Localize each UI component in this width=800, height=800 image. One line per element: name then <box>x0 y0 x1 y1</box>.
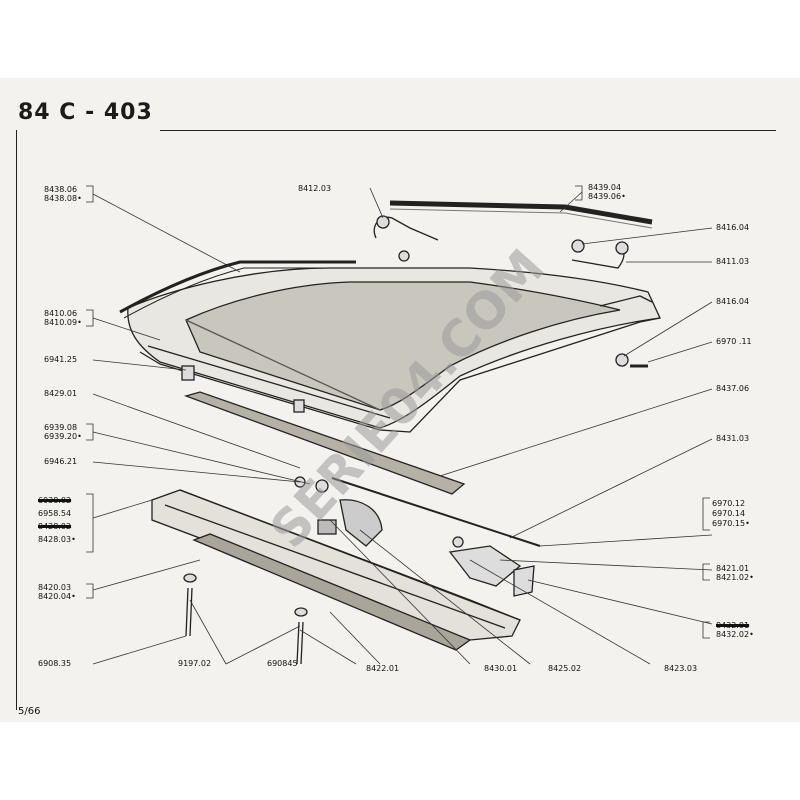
part-label-8412: 8412.03 <box>298 184 332 193</box>
part-label-8411: 8411.03 <box>716 257 750 266</box>
part-label-8425: 8425.02 <box>548 664 582 673</box>
part-label-6908-35: 6908.35 <box>38 659 72 668</box>
part-label-8437: 8437.06 <box>716 384 750 393</box>
part-label-8416-lower: 8416.04 <box>716 297 750 306</box>
part-label-8431: 8431.03 <box>716 434 750 443</box>
part-label-8416-upper: 8416.04 <box>716 223 750 232</box>
part-label-6970-11: 6970 .11 <box>716 337 752 346</box>
part-label-8422: 8422.01 <box>366 664 400 673</box>
roof-frame-drawing <box>127 267 661 433</box>
part-label-group-6938-8428: 6938.02 6958.54 8428.02 8428.03• <box>38 496 76 544</box>
part-label-8423: 8423.03 <box>664 664 698 673</box>
lower-plate-drawing <box>192 533 472 651</box>
page-title: 84 C - 403 <box>18 100 153 125</box>
cable-drawing <box>331 477 541 547</box>
part-label-8429: 8429.01 <box>44 389 78 398</box>
part-label-8430: 8430.01 <box>484 664 518 673</box>
guide-strip-drawing <box>183 391 466 495</box>
part-label-9197: 9197.02 <box>178 659 212 668</box>
title-rule <box>160 130 776 131</box>
page-number: 5/66 <box>18 706 41 717</box>
part-label-6941: 6941.25 <box>44 355 78 364</box>
part-label-6908-45: 690845 <box>267 659 298 668</box>
front-seal-drawing <box>119 260 356 314</box>
rear-seal-drawing <box>389 200 653 225</box>
left-margin-rule <box>16 130 17 710</box>
part-label-6946: 6946.21 <box>44 457 78 466</box>
